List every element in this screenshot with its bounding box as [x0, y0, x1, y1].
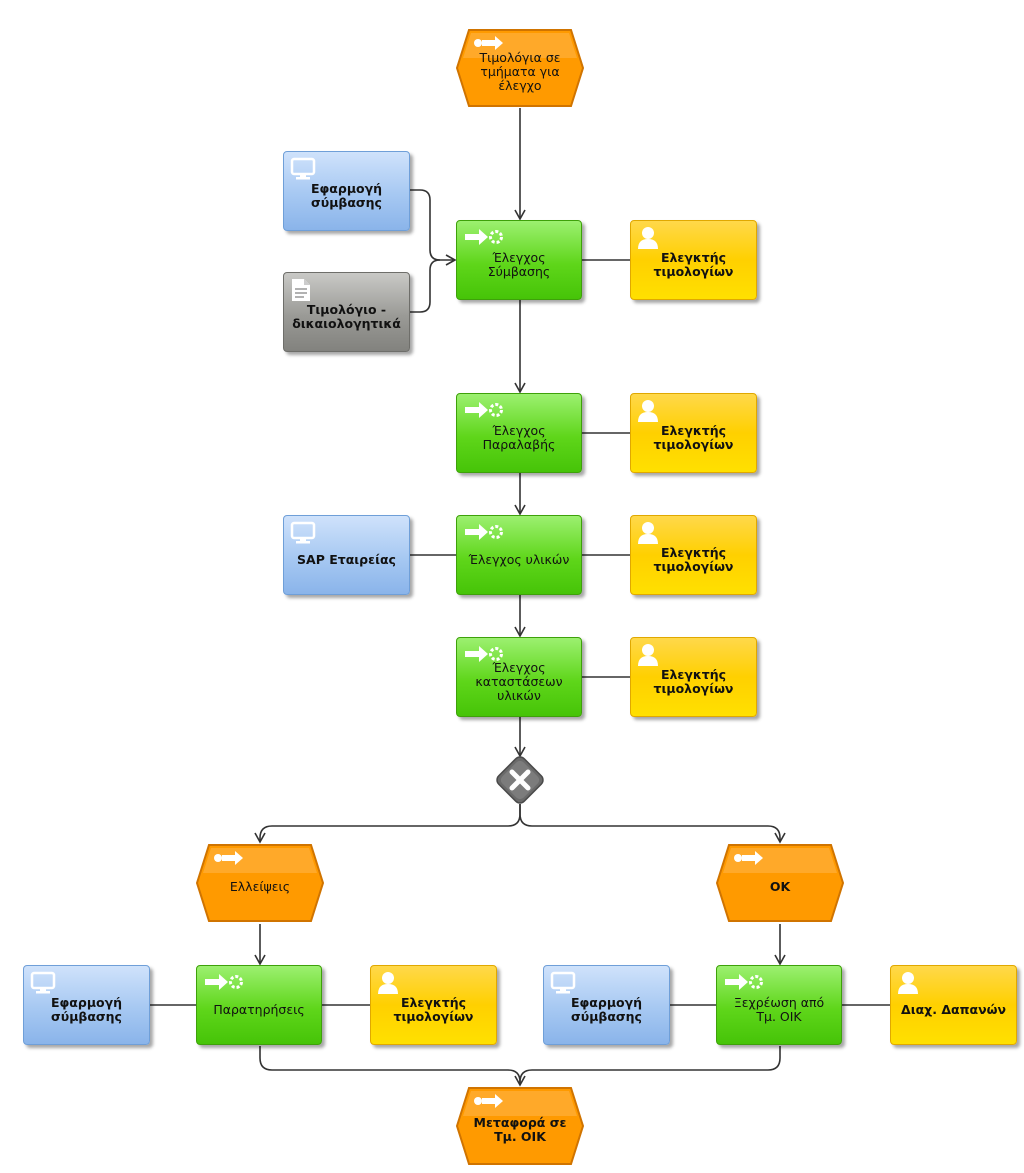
role-label: Διαχ. Δαπανών: [901, 1002, 1006, 1017]
system-contract-app-top[interactable]: Εφαρμογή σύμβασης: [283, 151, 410, 231]
function-contract-check[interactable]: Έλεγχος Σύμβασης: [456, 220, 582, 300]
link-contract-app-to-contract-check: [410, 189, 457, 266]
system-sap[interactable]: SAP Εταιρείας: [283, 515, 410, 595]
person-icon: [898, 972, 918, 994]
system-label: Εφαρμογή σύμβασης: [310, 181, 383, 210]
event-label: Τιμολόγια σε τμήματα για έλεγχο: [479, 50, 561, 93]
system-label: SAP Εταιρείας: [297, 552, 396, 567]
flow-gateway-to-ok: [519, 804, 786, 844]
person-icon: [638, 644, 658, 666]
role-material-status-check[interactable]: Ελεγκτής τιμολογίων: [630, 637, 757, 717]
flow-settlement-to-end: [519, 1046, 781, 1083]
person-icon: [638, 522, 658, 544]
role-remarks[interactable]: Ελεγκτής τιμολογίων: [370, 965, 497, 1045]
event-label: ΟΚ: [769, 879, 791, 894]
xor-x-icon: [509, 769, 531, 791]
role-contract-check[interactable]: Ελεγκτής τιμολογίων: [630, 220, 757, 300]
person-icon: [638, 227, 658, 249]
role-settlement[interactable]: Διαχ. Δαπανών: [890, 965, 1017, 1045]
gear-arrow-icon: [205, 974, 243, 990]
role-label: Ελεγκτής τιμολογίων: [653, 423, 734, 452]
function-label: Έλεγχος Παραλαβής: [482, 423, 556, 452]
event-end[interactable]: Μεταφορά σε Τμ. ΟΙΚ: [455, 1086, 585, 1166]
flow-gateway-to-deficiencies: [254, 804, 521, 844]
function-remarks[interactable]: Παρατηρήσεις: [196, 965, 322, 1045]
role-label: Ελεγκτής τιμολογίων: [653, 545, 734, 574]
function-label: Έλεγχος Σύμβασης: [487, 250, 551, 279]
monitor-icon: [290, 157, 316, 180]
role-label: Ελεγκτής τιμολογίων: [393, 995, 474, 1024]
monitor-icon: [290, 521, 316, 544]
system-contract-app-left[interactable]: Εφαρμογή σύμβασης: [23, 965, 150, 1045]
gear-arrow-icon: [725, 974, 763, 990]
system-label: Εφαρμογή σύμβασης: [50, 995, 123, 1024]
event-ok[interactable]: ΟΚ: [715, 843, 845, 923]
document-invoice-docs[interactable]: Τιμολόγιο - δικαιολογητικά: [283, 272, 410, 352]
system-label: Εφαρμογή σύμβασης: [570, 995, 643, 1024]
gear-arrow-icon: [465, 229, 503, 245]
event-label: Ελλείψεις: [229, 879, 291, 894]
gear-arrow-icon: [465, 524, 503, 540]
arrow-icon: [474, 1094, 503, 1108]
link-invoice-docs-to-contract-check: [410, 259, 441, 313]
role-materials-check[interactable]: Ελεγκτής τιμολογίων: [630, 515, 757, 595]
role-label: Ελεγκτής τιμολογίων: [653, 250, 734, 279]
arrow-icon: [474, 36, 503, 50]
function-label: Παρατηρήσεις: [213, 1002, 305, 1017]
person-icon: [638, 400, 658, 422]
person-icon: [378, 972, 398, 994]
gear-arrow-icon: [465, 646, 503, 662]
document-icon: [292, 279, 310, 301]
function-receipt-check[interactable]: Έλεγχος Παραλαβής: [456, 393, 582, 473]
xor-gateway[interactable]: [492, 752, 548, 808]
function-material-status-check[interactable]: Έλεγχος καταστάσεων υλικών: [456, 637, 582, 717]
function-materials-check[interactable]: Έλεγχος υλικών: [456, 515, 582, 595]
arrow-icon: [214, 851, 243, 865]
role-receipt-check[interactable]: Ελεγκτής τιμολογίων: [630, 393, 757, 473]
function-label: Έλεγχος υλικών: [468, 552, 570, 567]
document-label: Τιμολόγιο - δικαιολογητικά: [292, 302, 401, 331]
monitor-icon: [550, 971, 576, 994]
function-label: Ξεχρέωση από Τμ. ΟΙΚ: [733, 995, 825, 1024]
event-label: Μεταφορά σε Τμ. ΟΙΚ: [473, 1115, 567, 1144]
arrow-icon: [734, 851, 763, 865]
event-start[interactable]: Τιμολόγια σε τμήματα για έλεγχο: [455, 28, 585, 108]
system-contract-app-right[interactable]: Εφαρμογή σύμβασης: [543, 965, 670, 1045]
monitor-icon: [30, 971, 56, 994]
gear-arrow-icon: [465, 402, 503, 418]
function-settlement[interactable]: Ξεχρέωση από Τμ. ΟΙΚ: [716, 965, 842, 1045]
flow-remarks-to-end: [259, 1046, 526, 1087]
event-deficiencies[interactable]: Ελλείψεις: [195, 843, 325, 923]
role-label: Ελεγκτής τιμολογίων: [653, 667, 734, 696]
function-label: Έλεγχος καταστάσεων υλικών: [475, 660, 563, 703]
